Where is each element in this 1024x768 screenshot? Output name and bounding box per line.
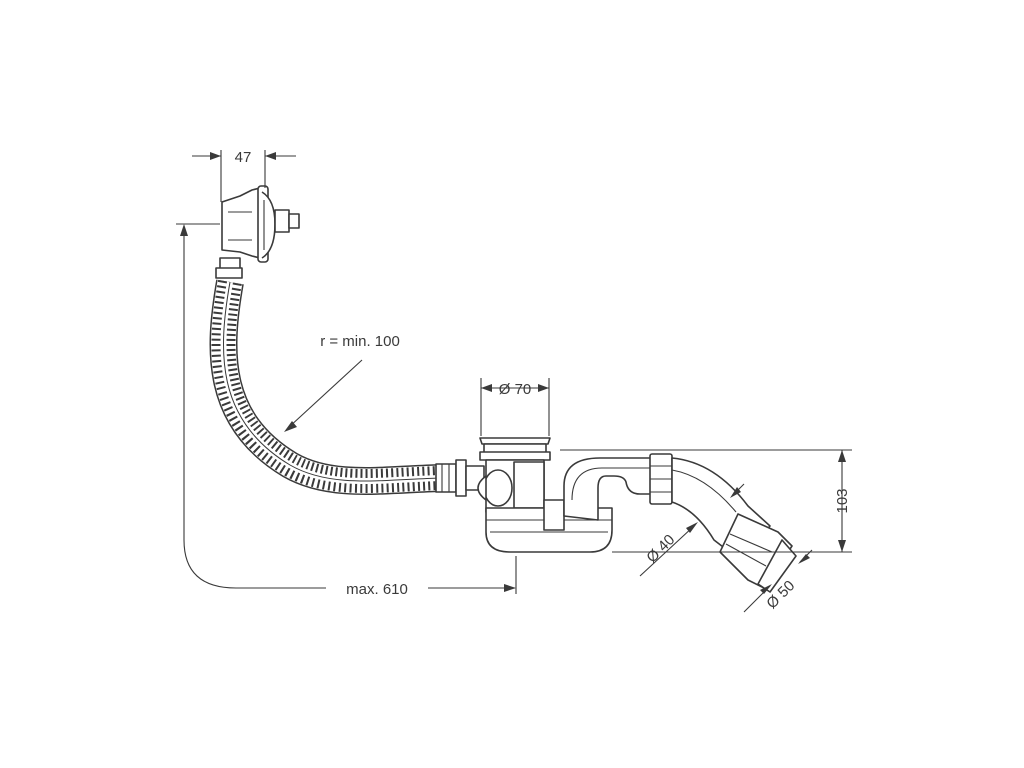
label-max-610: max. 610 <box>346 581 408 598</box>
flexible-hose <box>209 279 441 495</box>
dimension-103: 103 <box>560 449 852 553</box>
dimension-diameter-70: Ø 70 <box>480 378 550 436</box>
overflow-head <box>215 185 300 279</box>
dimension-radius: r = min. 100 <box>284 333 400 432</box>
label-47: 47 <box>235 149 252 166</box>
outlet-elbow <box>671 457 797 593</box>
dimension-max-610: max. 610 <box>176 223 517 598</box>
dimension-47: 47 <box>192 149 296 202</box>
label-diameter-70: Ø 70 <box>499 381 532 398</box>
trap-body <box>477 437 673 553</box>
label-bend-radius: r = min. 100 <box>320 333 400 350</box>
label-diameter-40: Ø 40 <box>643 531 678 566</box>
label-103: 103 <box>834 488 851 513</box>
hose-connector <box>435 459 485 497</box>
